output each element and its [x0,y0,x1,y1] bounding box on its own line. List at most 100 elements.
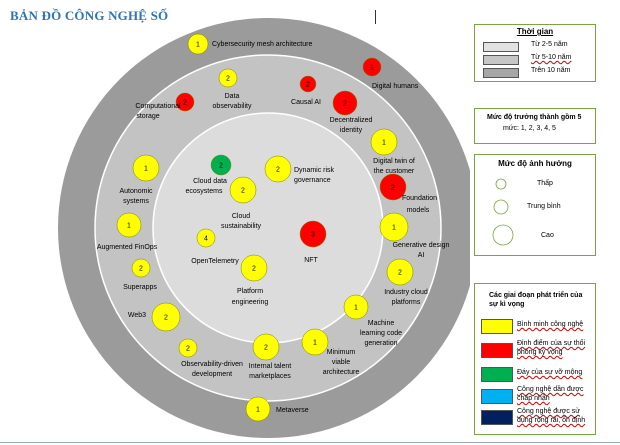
page-title: BẢN ĐỒ CÔNG NGHỆ SỐ [10,8,169,23]
impact-low-circle [495,178,507,190]
stage-label-plateau-1: Công nghệ được sử [517,408,580,415]
label-machine-learning-code-generation-2: learning code [360,330,402,337]
legend-time-panel: Thời gian Từ 2-5 năm Từ 5-10 năm Trên 10… [474,24,596,82]
bubble-cybersecurity-mesh-architecture [187,33,209,55]
legend-maturity-line1: Mức độ trưởng thành gồm 5 [487,114,582,121]
label-computational-storage-1: Computational [135,103,181,110]
label-decentralized-identity-2: identity [340,127,363,134]
page-bottom-rule [0,442,620,443]
label-industry-cloud-platforms-2: platforms [392,299,421,306]
bubble-web3 [151,302,181,332]
text-cursor [375,10,376,24]
level-superapps: 2 [139,266,143,273]
label-platform-engineering-2: engineering [232,299,269,306]
stage-label-plateau-2: dụng rộng rãi, ổn định [517,417,586,424]
legend-impact-medium: Trung bình [527,203,561,210]
bubble-opentelemetry [196,228,216,248]
level-cybersecurity-mesh-architecture: 1 [196,42,200,49]
level-foundation-models: 2 [391,185,395,192]
label-autonomic-systems-2: systems [123,198,149,205]
level-internal-talent-marketplaces: 2 [264,345,268,352]
label-cloud-sustainability-2: sustainability [221,223,262,230]
legend-impact-high: Cao [541,232,554,239]
legend-impact-circles [492,178,514,246]
label-digital-humans: Digital humans [372,83,419,90]
label-autonomic-systems-1: Autonomic [119,188,153,195]
label-nft: NFT [304,257,318,264]
level-computational-storage: 2 [183,100,187,107]
level-machine-learning-code-generation: 1 [354,305,358,312]
stage-swatch-dawn [481,319,513,334]
level-platform-engineering: 2 [252,266,256,273]
legend-time-label-2: Từ 5-10 năm [531,54,572,61]
legend-maturity-panel: Mức độ trưởng thành gồm 5 mức: 1, 2, 3, … [474,108,596,144]
label-digital-twin-of-the-customer-1: Digital twin of [373,158,415,165]
legend-stage-title-line1: Các giai đoạn phát triển của [489,292,583,299]
level-data-observability: 2 [226,76,230,83]
bubble-machine-learning-code-generation [343,294,369,320]
legend-time-label-1: Từ 2-5 năm [531,41,568,48]
level-augmented-finops: 1 [127,223,131,230]
label-generative-design-ai-2: AI [418,252,425,259]
label-minimum-viable-architecture-3: architecture [323,369,360,376]
legend-maturity-line2: mức: 1, 2, 3, 4, 5 [503,125,556,132]
label-decentralized-identity-1: Decentralized [330,117,373,124]
level-digital-twin-of-the-customer: 1 [382,140,386,147]
label-platform-engineering-1: Platform [237,288,263,295]
label-observability-driven-development-2: development [192,371,232,378]
level-cloud-sustainability: 2 [241,188,245,195]
level-causal-ai: 2 [306,82,310,89]
level-autonomic-systems: 1 [144,166,148,173]
stage-label-slope-2: chấp nhận [517,395,550,402]
legend-time-swatch-2 [483,55,519,65]
legend-time-label-3: Trên 10 năm [531,67,571,74]
bubble-digital-humans [362,57,382,77]
label-data-observability-2: observability [213,103,252,110]
label-internal-talent-marketplaces-2: marketplaces [249,373,291,380]
stage-swatch-trough [481,367,513,382]
legend-stage-title-line2: sự kì vọng [489,301,525,308]
impact-medium-circle [493,199,509,215]
label-minimum-viable-architecture-2: viable [332,359,350,366]
bubble-cloud-sustainability [229,176,257,204]
bubble-superapps [131,258,151,278]
impact-high-circle [492,224,514,246]
level-generative-design-ai: 1 [392,225,396,232]
bubble-minimum-viable-architecture [301,328,329,356]
legend-stage-panel: Các giai đoạn phát triển của sự kì vọng … [474,283,596,435]
label-internal-talent-marketplaces-1: Internal talent [249,363,291,370]
bubble-decentralized-identity [332,90,358,116]
bubble-metaverse [245,396,271,422]
label-dynamic-risk-governance-1: Dynamic risk [294,167,335,174]
legend-time-swatch-3 [483,68,519,78]
bubble-autonomic-systems [132,154,160,182]
level-industry-cloud-platforms: 2 [398,270,402,277]
level-minimum-viable-architecture: 1 [313,340,317,347]
legend-impact-low: Thấp [537,180,553,187]
bubble-data-observability [218,68,238,88]
stage-swatch-peak [481,343,513,358]
bubble-foundation-models [379,173,407,201]
stage-swatch-plateau [481,410,513,425]
label-generative-design-ai-1: Generative design [393,242,450,249]
bubble-internal-talent-marketplaces [252,333,280,361]
stage-swatch-slope [481,389,513,404]
label-web3: Web3 [128,312,146,319]
bubble-industry-cloud-platforms [386,258,414,286]
label-cybersecurity-mesh-architecture: Cybersecurity mesh architecture [212,41,312,48]
label-observability-driven-development-1: Observability-driven [181,361,243,368]
label-opentelemetry: OpenTelemetry [191,258,239,265]
label-data-observability-1: Data [225,93,240,100]
bubble-augmented-finops [116,212,142,238]
label-foundation-models-1: Foundation [402,195,437,202]
stage-label-peak-1: Đỉnh điểm của sự thổi [517,340,586,347]
bubble-platform-engineering [240,254,268,282]
label-dynamic-risk-governance-2: governance [294,177,331,184]
level-observability-driven-development: 2 [186,346,190,353]
level-digital-humans: 1 [370,65,374,72]
bubble-dynamic-risk-governance [264,155,292,183]
label-causal-ai: Causal AI [291,99,321,106]
label-cloud-sustainability-1: Cloud [232,213,250,220]
